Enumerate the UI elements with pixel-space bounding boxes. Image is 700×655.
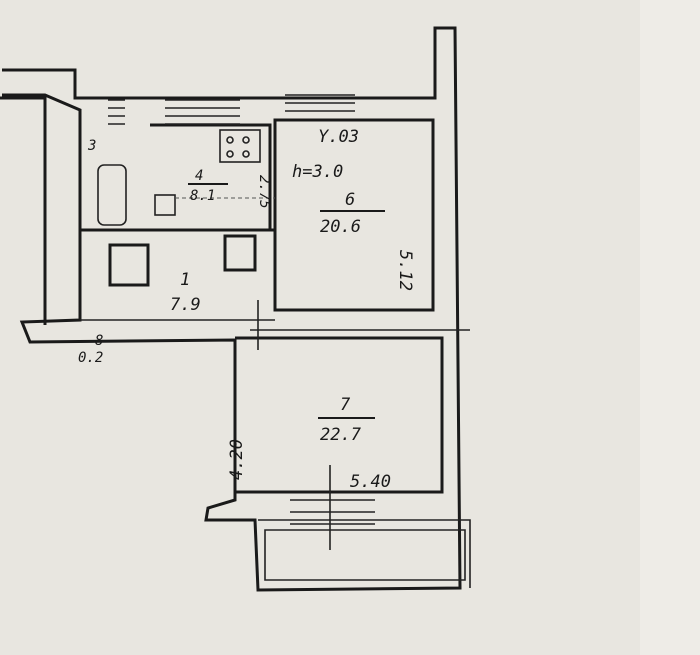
- room-4-dimension: 2.75: [256, 175, 272, 209]
- room-1-area: 7.9: [170, 295, 201, 315]
- outer-walls: [0, 26, 471, 592]
- room-8-number: 8: [95, 333, 103, 349]
- room-6-dimension: 5.12: [395, 250, 415, 291]
- room-4-number: 4: [195, 168, 203, 184]
- room-1-number: 1: [180, 270, 190, 290]
- room-7-depth: 4.20: [227, 439, 247, 480]
- room-7-number: 7: [340, 395, 351, 415]
- ceiling-label: Y.03: [318, 127, 359, 147]
- room-7-width: 5.40: [350, 472, 391, 492]
- fixtures: [97, 129, 261, 287]
- room-6-area: 20.6: [320, 217, 361, 237]
- room-7-area: 22.7: [320, 425, 362, 445]
- height-label: h=3.0: [292, 162, 343, 182]
- room-4-area: 8.1: [190, 188, 215, 204]
- room-6-number: 6: [345, 190, 355, 210]
- windows: [108, 94, 375, 525]
- room-8-area: 0.2: [78, 350, 103, 366]
- room-3-number: 3: [87, 138, 96, 154]
